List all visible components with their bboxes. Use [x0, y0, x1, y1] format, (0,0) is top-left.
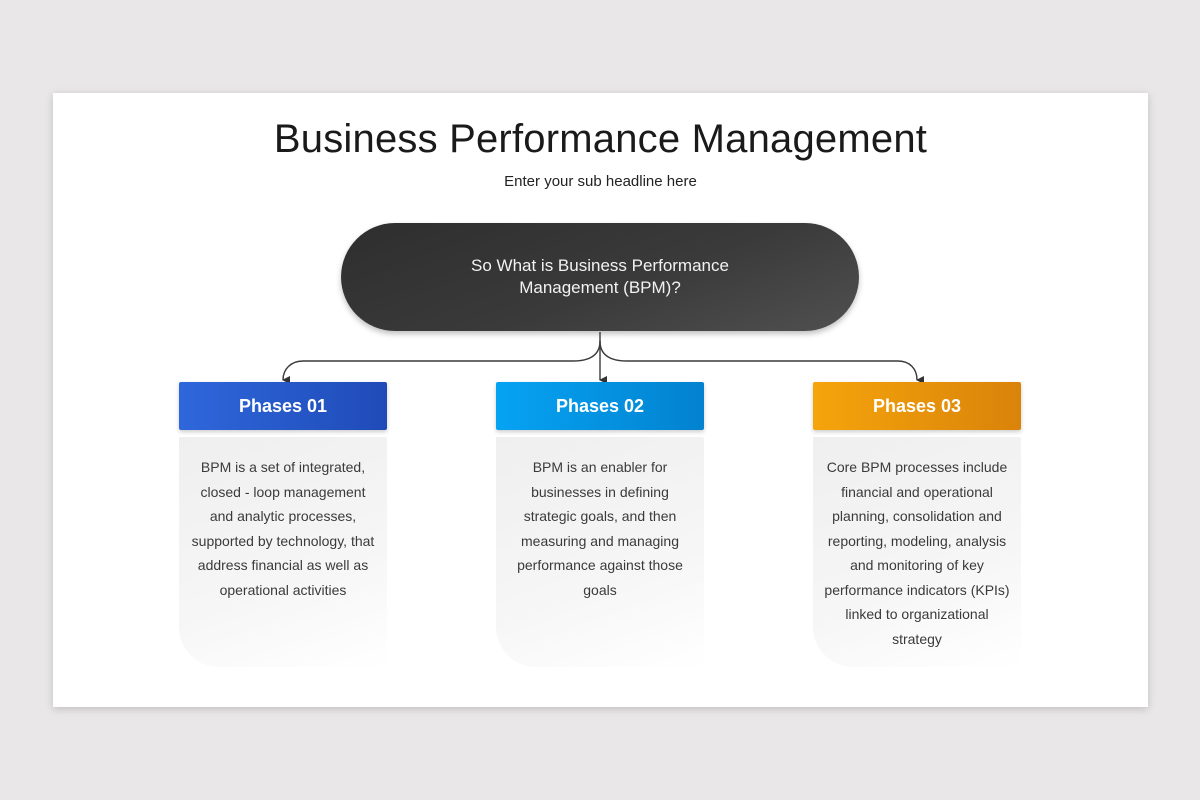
- phase-01-label: Phases 01: [238, 395, 328, 416]
- question-text: So What is Business Performance Manageme…: [471, 256, 729, 297]
- phase-02-label: Phases 02: [555, 395, 645, 416]
- phase-03-card: Core BPM processes include financial and…: [813, 437, 1021, 667]
- phase-02-text: BPM is an enabler for businesses in defi…: [517, 459, 683, 598]
- question-box: So What is Business Performance Manageme…: [341, 223, 859, 331]
- phase-03-text: Core BPM processes include financial and…: [824, 459, 1010, 647]
- slide-title: Business Performance Management: [273, 117, 928, 161]
- phase-01-card: BPM is a set of integrated, closed - loo…: [179, 437, 387, 667]
- slide: Business Performance Management Enter yo…: [53, 93, 1148, 707]
- slide-subtitle: Enter your sub headline here: [504, 173, 697, 190]
- phase-01-text: BPM is a set of integrated, closed - loo…: [191, 459, 375, 598]
- phase-03-header: Phases 03: [813, 382, 1021, 430]
- connector-arrows: [282, 332, 925, 385]
- phase-03-label: Phases 03: [872, 395, 962, 416]
- phase-02-card: BPM is an enabler for businesses in defi…: [496, 437, 704, 667]
- phase-01-header: Phases 01: [179, 382, 387, 430]
- phase-02-header: Phases 02: [496, 382, 704, 430]
